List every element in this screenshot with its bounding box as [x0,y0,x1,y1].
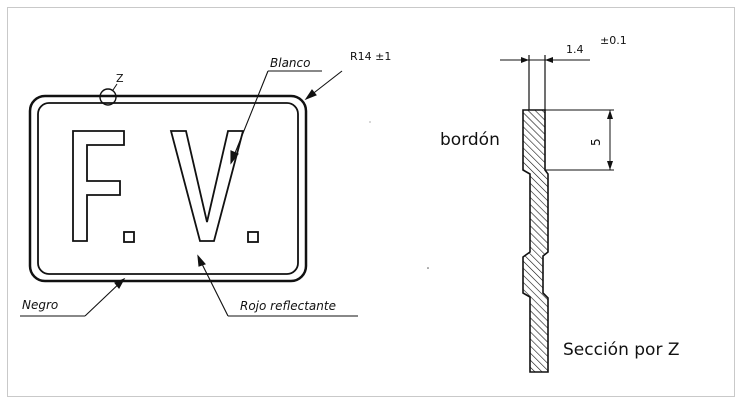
letter-v-outline [169,130,245,242]
figure-frame [7,7,735,397]
thickness-tolerance: ±0.1 [600,34,627,47]
plate-outer-border [28,94,308,283]
detail-z-label: Z [116,72,124,85]
section-profile [522,109,549,373]
detail-z: Z [99,72,124,106]
leader-radius [304,70,343,101]
label-rojo: Rojo reflectante [240,299,336,313]
label-blanco: Blanco [270,56,310,70]
plate [28,94,308,283]
leader-negro [20,277,126,317]
plate-inner-border [37,102,299,275]
leader-rojo [197,254,358,317]
letter-f-outline [72,130,125,242]
plate-letters [72,130,259,243]
detail-circle [99,88,117,106]
dot-1 [123,231,135,243]
thickness-value: 1.4 [566,43,584,56]
label-radius: R14 ±1 [350,50,391,63]
dot-2 [247,231,259,243]
label-bordon: bordón [440,130,500,150]
label-section: Sección por Z [563,340,679,360]
leader-blanco [230,70,322,165]
label-negro: Negro [22,298,58,312]
rim-height-value: 5 [589,138,603,146]
section-view: 1.4 ±0.1 5 bordón Sección por Z [440,34,679,373]
